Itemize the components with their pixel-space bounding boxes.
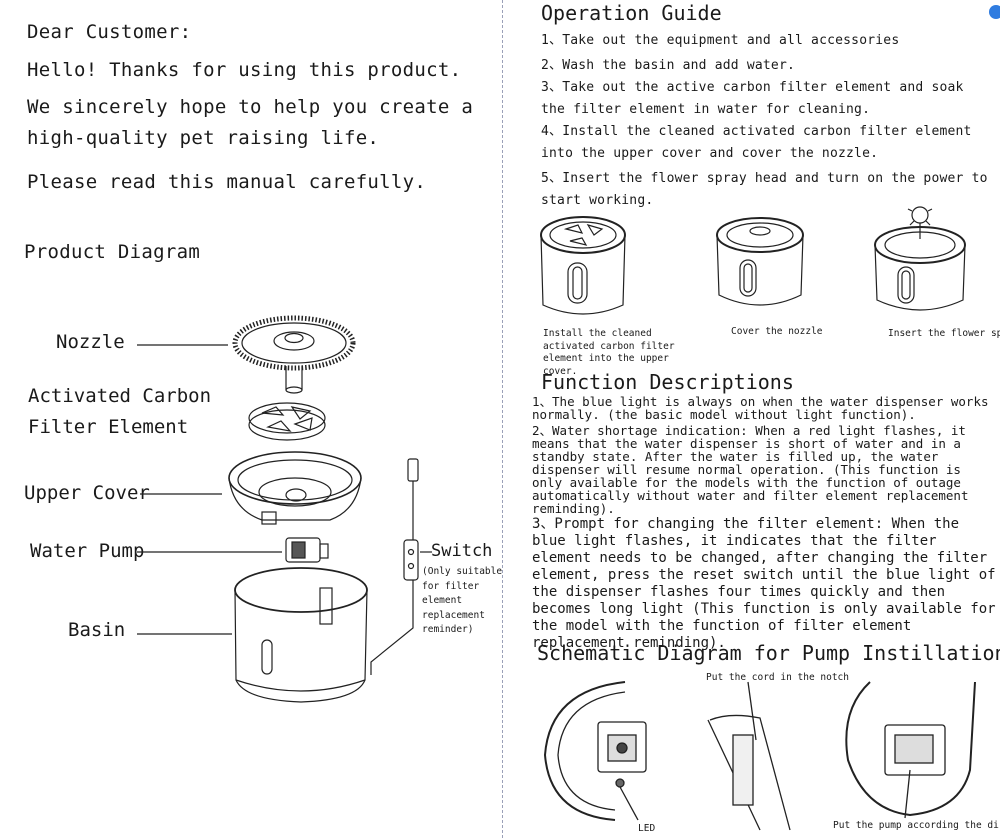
pump-installation-diagram	[543, 681, 976, 831]
pump-view-direction	[845, 681, 976, 819]
step-4: 4、Install the cleaned activated carbon f…	[541, 124, 972, 161]
switch-note-line: for filter	[422, 580, 480, 592]
switch-note: (Only suitable for filter element replac…	[422, 565, 502, 638]
switch-note-line: replacement	[422, 609, 485, 621]
label-switch: Switch	[431, 541, 493, 561]
switch-note-line: (Only suitable	[422, 566, 503, 577]
label-carbon-1: Activated Carbon	[28, 385, 212, 407]
nozzle-part	[232, 315, 356, 394]
switch-note-line: reminder)	[422, 624, 474, 635]
corner-badge-icon	[989, 5, 1000, 19]
caption-cover-nozzle: Cover the nozzle	[731, 326, 823, 337]
thanks-line: Hello! Thanks for using this product.	[27, 59, 462, 81]
basin-part	[234, 567, 368, 703]
read-manual-line: Please read this manual carefully.	[27, 171, 427, 193]
pump-direction-label: Put the pump according the direction	[833, 820, 1000, 831]
assembly-steps-illustration	[540, 206, 966, 315]
pump-view-led	[543, 681, 647, 821]
upper-cover-part	[228, 451, 362, 525]
fountain-step-a	[540, 216, 626, 315]
pump-installation-title: Schematic Diagram for Pump Instillation	[537, 641, 1000, 665]
led-label: LED	[638, 823, 656, 834]
caption-insert-spray: Insert the flower spray	[888, 328, 1000, 339]
label-basin: Basin	[68, 619, 126, 641]
greeting: Dear Customer:	[27, 21, 192, 43]
function-desc-1: 1、The blue light is always on when the w…	[532, 394, 989, 422]
function-desc-3: 3、Prompt for changing the filter element…	[532, 516, 996, 651]
pump-part	[285, 537, 329, 563]
step-1: 1、Take out the equipment and all accesso…	[541, 33, 900, 48]
label-carbon-2: Filter Element	[28, 416, 189, 438]
exploded-product-diagram	[137, 315, 432, 703]
function-descriptions-title: Function Descriptions	[541, 370, 794, 394]
page-divider	[502, 0, 503, 838]
fountain-step-c	[874, 206, 966, 311]
fountain-step-b	[716, 217, 804, 306]
cord-notch-label: Put the cord in the notch	[706, 672, 849, 683]
label-nozzle: Nozzle	[56, 331, 125, 353]
label-water-pump: Water Pump	[30, 540, 145, 562]
label-upper-cover: Upper Cover	[24, 482, 150, 504]
step-5: 5、Insert the flower spray head and turn …	[541, 171, 988, 208]
step-3: 3、Take out the active carbon filter elem…	[541, 80, 964, 117]
function-desc-2: 2、Water shortage indication: When a red …	[532, 423, 969, 516]
product-diagram-title: Product Diagram	[24, 241, 201, 263]
caption-install-filter: Install the cleaned activated carbon fil…	[543, 328, 675, 377]
cord-switch	[370, 458, 419, 675]
hope-line-2: high-quality pet raising life.	[27, 127, 380, 149]
pump-view-cord	[707, 681, 791, 831]
switch-note-line: element	[422, 595, 463, 606]
carbon-filter-part	[248, 402, 326, 441]
operation-guide-title: Operation Guide	[541, 1, 722, 25]
hope-line-1: We sincerely hope to help you create a	[27, 96, 474, 118]
step-2: 2、Wash the basin and add water.	[541, 58, 795, 73]
